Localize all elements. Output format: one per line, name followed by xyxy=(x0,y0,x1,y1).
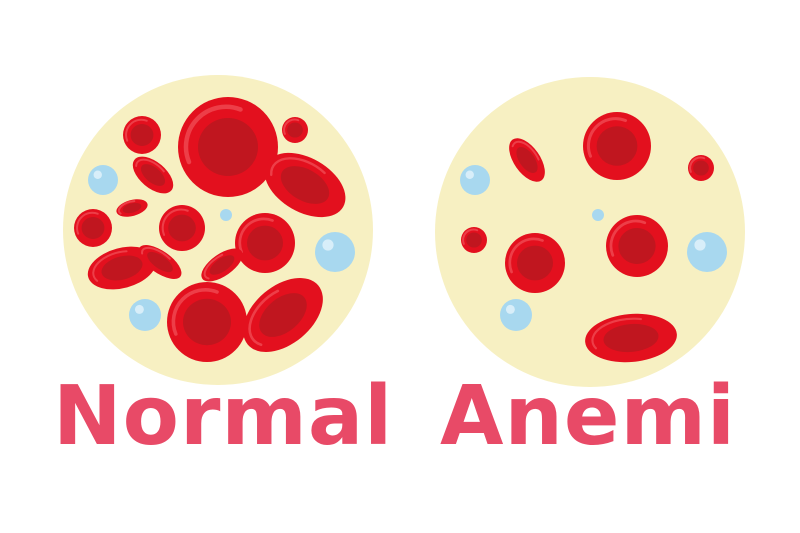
normal-cells-group xyxy=(74,97,355,362)
red-blood-cell-icon xyxy=(243,278,323,352)
white-cell-icon xyxy=(500,299,532,331)
red-blood-cell-icon xyxy=(235,213,295,273)
red-blood-cell-icon xyxy=(132,156,174,194)
red-blood-cell-icon xyxy=(282,117,308,143)
red-blood-cell-icon xyxy=(159,205,205,251)
red-blood-cell-icon xyxy=(201,248,243,282)
anemia-label: Anemi xyxy=(439,369,736,464)
platelet-icon xyxy=(220,209,232,221)
anemia-cells-group xyxy=(460,112,727,363)
red-blood-cell-icon xyxy=(116,199,148,217)
red-blood-cell-icon xyxy=(509,138,545,182)
red-blood-cell-icon xyxy=(606,215,668,277)
red-blood-cell-icon xyxy=(123,116,161,154)
normal-label: Normal xyxy=(53,369,394,464)
white-cell-icon xyxy=(315,232,355,272)
red-blood-cell-icon xyxy=(87,246,157,290)
red-blood-cell-icon xyxy=(138,245,182,279)
white-cell-icon xyxy=(460,165,490,195)
platelet-icon xyxy=(592,209,604,221)
red-blood-cell-icon xyxy=(167,282,247,362)
white-cell-icon xyxy=(88,165,118,195)
red-blood-cell-icon xyxy=(461,227,487,253)
red-blood-cell-icon xyxy=(585,313,677,363)
red-blood-cell-icon xyxy=(583,112,651,180)
white-cell-icon xyxy=(687,232,727,272)
red-blood-cell-icon xyxy=(505,233,565,293)
red-blood-cell-icon xyxy=(688,155,714,181)
red-blood-cell-icon xyxy=(74,209,112,247)
red-blood-cell-icon xyxy=(178,97,278,197)
red-blood-cell-icon xyxy=(264,152,346,218)
white-cell-icon xyxy=(129,299,161,331)
